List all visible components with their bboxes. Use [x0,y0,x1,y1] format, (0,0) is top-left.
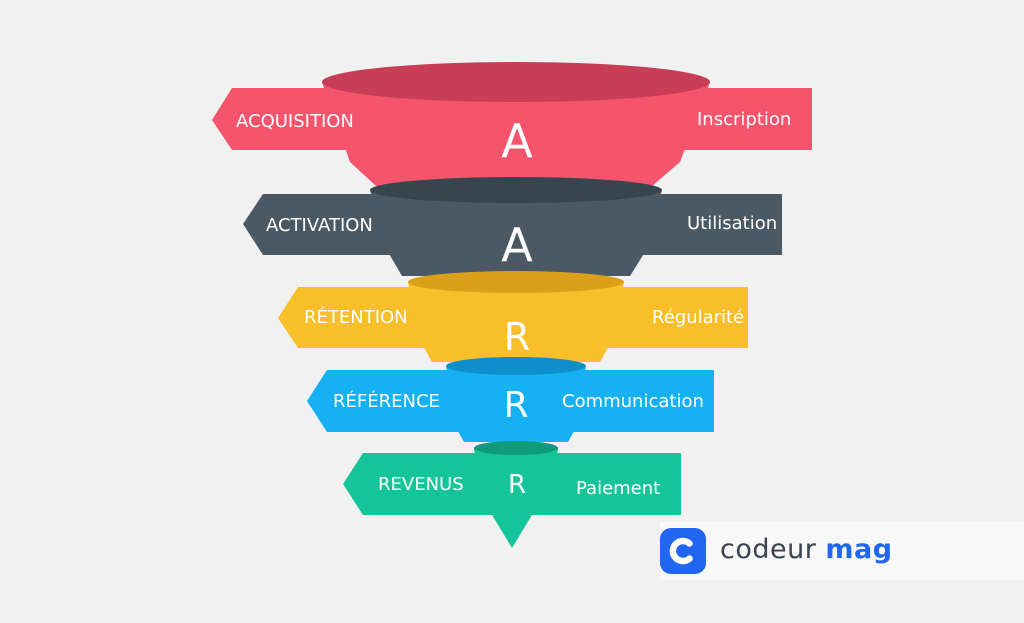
stage-label-acquisition: ACQUISITION [236,111,354,132]
stage-letter-a2: A [501,218,533,272]
funnel-stage-retention [278,271,748,362]
stage-metric-regularite: Régularité [652,307,745,328]
stage-letter-r2: R [503,385,529,426]
brand-wordmark: codeur mag [720,533,893,567]
stage-metric-inscription: Inscription [697,109,792,130]
stage-label-revenus: REVENUS [378,474,464,495]
stage-funnel-body [370,190,662,276]
stage-label-activation: ACTIVATION [266,215,373,236]
funnel-stage-activation [243,177,782,276]
stage-label-reference: RÉFÉRENCE [333,391,440,412]
codeur-mag-logo: codeur mag [660,522,1024,580]
stage-funnel-rim [474,441,558,455]
stage-funnel-body [474,448,558,548]
funnel-stage-reference [307,357,714,442]
stage-label-retention: RÉTENTION [304,307,408,328]
stage-letter-a1: A [501,114,533,168]
stage-letter-r3: R [507,470,527,500]
stage-metric-utilisation: Utilisation [687,213,778,234]
codeur-c-icon [660,528,706,574]
brand-word-codeur: codeur [720,534,817,565]
stage-metric-paiement: Paiement [576,478,661,499]
stage-funnel-rim [322,62,710,102]
stage-funnel-rim [408,271,624,293]
stage-letter-r1: R [503,315,531,359]
funnel-stage-revenus [343,441,681,548]
stage-funnel-body [408,282,624,362]
funnel-stage-acquisition [212,62,812,186]
stage-funnel-body [446,366,586,442]
stage-funnel-rim [370,177,662,203]
stage-metric-communication: Communication [562,391,704,412]
stage-funnel-body [322,82,710,186]
brand-word-mag: mag [825,534,893,565]
stage-funnel-rim [446,357,586,375]
